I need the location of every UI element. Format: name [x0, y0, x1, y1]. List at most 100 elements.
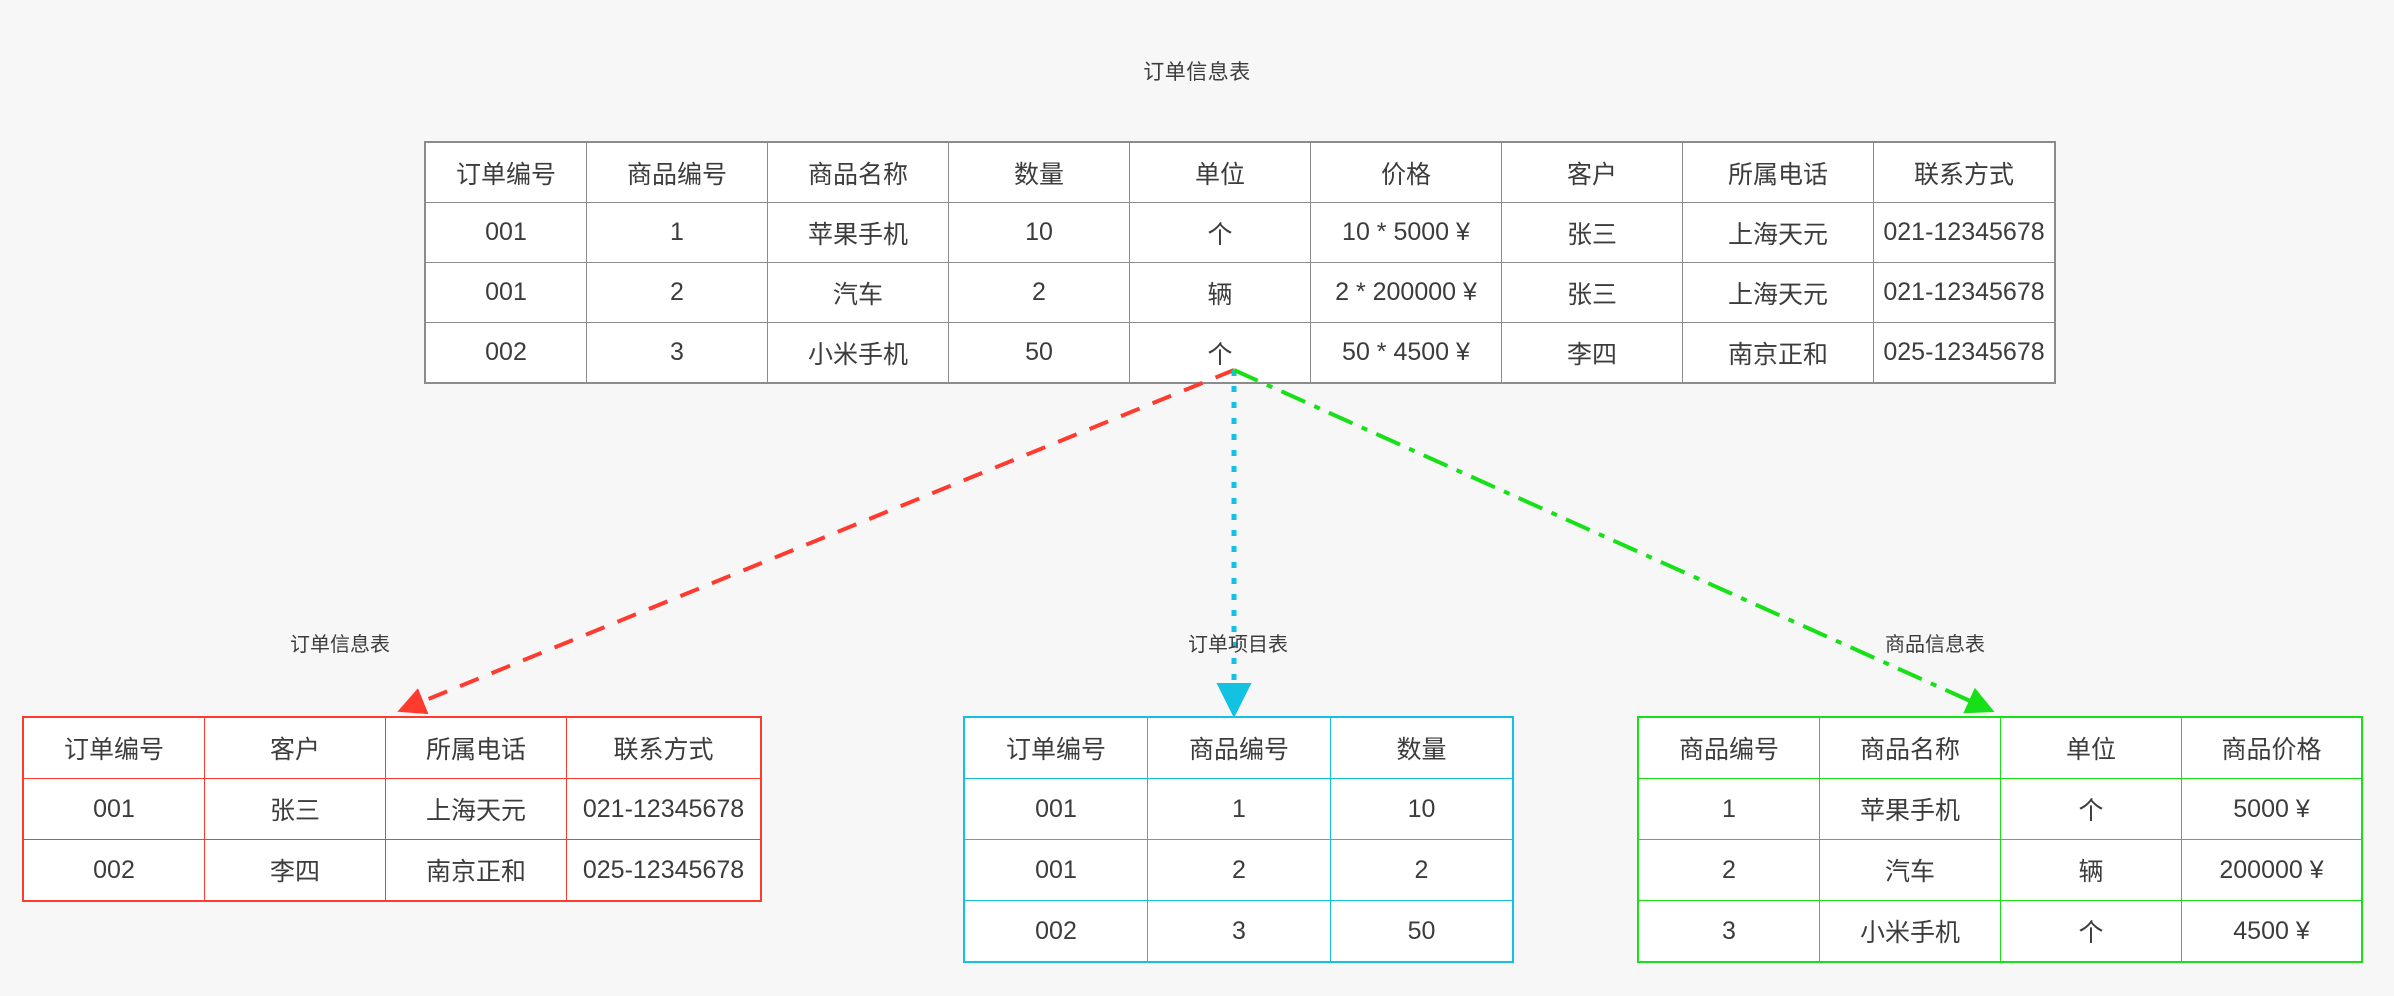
orderitem-col-quantity: 数量	[1330, 716, 1514, 779]
cell: 张三	[204, 778, 386, 840]
cell: 002	[22, 839, 205, 902]
cell: 汽车	[1819, 839, 2001, 901]
cell: 021-12345678	[1873, 262, 2056, 323]
cell: 001	[424, 262, 587, 323]
order-col-contact: 联系方式	[566, 716, 762, 779]
cell: 上海天元	[1682, 262, 1874, 323]
cell: 上海天元	[1682, 202, 1874, 263]
order-col-order-no: 订单编号	[22, 716, 205, 779]
order-col-phone-owner: 所属电话	[385, 716, 567, 779]
table-row: 001 1 苹果手机 10 个 10 * 5000 ¥ 张三 上海天元 021-…	[424, 202, 2056, 263]
main-col-price: 价格	[1310, 142, 1502, 203]
cell: 2 * 200000 ¥	[1310, 262, 1502, 323]
cell: 002	[963, 900, 1148, 963]
cell: 个	[1129, 202, 1311, 263]
table-row: 001 2 汽车 2 辆 2 * 200000 ¥ 张三 上海天元 021-12…	[424, 262, 2056, 323]
cell: 001	[963, 839, 1148, 901]
cell: 1	[1147, 778, 1331, 840]
main-col-unit: 单位	[1129, 142, 1311, 203]
cell: 3	[1637, 900, 1820, 963]
orderitem-col-product-no: 商品编号	[1147, 716, 1331, 779]
product-col-unit: 单位	[2000, 716, 2182, 779]
cell: 001	[22, 778, 205, 840]
main-col-order-no: 订单编号	[424, 142, 587, 203]
main-col-product-no: 商品编号	[586, 142, 768, 203]
cell: 200000 ¥	[2181, 839, 2363, 901]
cell: 10	[1330, 778, 1514, 840]
main-col-phone-owner: 所属电话	[1682, 142, 1874, 203]
cell: 10	[948, 202, 1130, 263]
cell: 2	[1330, 839, 1514, 901]
cell: 1	[586, 202, 768, 263]
cell: 021-12345678	[566, 778, 762, 840]
table-header-row: 订单编号 客户 所属电话 联系方式	[22, 716, 762, 779]
order-col-customer: 客户	[204, 716, 386, 779]
cell: 3	[1147, 900, 1331, 963]
table-row: 001 1 10	[963, 778, 1514, 840]
cell: 南京正和	[1682, 322, 1874, 384]
main-table-title: 订单信息表	[1143, 61, 1251, 84]
cell: 3	[586, 322, 768, 384]
cell: 002	[424, 322, 587, 384]
cell: 2	[1147, 839, 1331, 901]
cell: 个	[2000, 900, 2182, 963]
product-col-product-name: 商品名称	[1819, 716, 2001, 779]
table-header-row: 订单编号 商品编号 数量	[963, 716, 1514, 779]
cell: 汽车	[767, 262, 949, 323]
table-row: 1 苹果手机 个 5000 ¥	[1637, 778, 2363, 840]
table-header-row: 商品编号 商品名称 单位 商品价格	[1637, 716, 2363, 779]
cell: 苹果手机	[1819, 778, 2001, 840]
cell: 50	[1330, 900, 1514, 963]
cell: 1	[1637, 778, 1820, 840]
order-table-title: 订单信息表	[290, 634, 390, 656]
arrow-to-order-table	[397, 368, 1235, 715]
main-col-product-name: 商品名称	[767, 142, 949, 203]
cell: 001	[963, 778, 1148, 840]
cell: 2	[948, 262, 1130, 323]
main-order-information-table: 订单编号 商品编号 商品名称 数量 单位 价格 客户 所属电话 联系方式 001…	[424, 141, 2056, 384]
orderitem-col-order-no: 订单编号	[963, 716, 1148, 779]
table-row: 2 汽车 辆 200000 ¥	[1637, 839, 2363, 901]
table-row: 3 小米手机 个 4500 ¥	[1637, 900, 2363, 963]
product-table-title: 商品信息表	[1885, 634, 1985, 656]
order-information-table: 订单编号 客户 所属电话 联系方式 001 张三 上海天元 021-123456…	[22, 716, 762, 902]
cell: 5000 ¥	[2181, 778, 2363, 840]
main-col-contact: 联系方式	[1873, 142, 2056, 203]
cell: 辆	[2000, 839, 2182, 901]
product-information-table: 商品编号 商品名称 单位 商品价格 1 苹果手机 个 5000 ¥ 2 汽车 辆…	[1637, 716, 2363, 963]
table-row: 002 3 小米手机 50 个 50 * 4500 ¥ 李四 南京正和 025-…	[424, 322, 2056, 384]
table-row: 001 2 2	[963, 839, 1514, 901]
cell: 上海天元	[385, 778, 567, 840]
table-row: 002 3 50	[963, 900, 1514, 963]
cell: 李四	[1501, 322, 1683, 384]
product-col-price: 商品价格	[2181, 716, 2363, 779]
cell: 2	[586, 262, 768, 323]
table-row: 002 李四 南京正和 025-12345678	[22, 839, 762, 902]
cell: 小米手机	[1819, 900, 2001, 963]
cell: 001	[424, 202, 587, 263]
cell: 张三	[1501, 202, 1683, 263]
cell: 2	[1637, 839, 1820, 901]
cell: 025-12345678	[566, 839, 762, 902]
cell: 李四	[204, 839, 386, 902]
cell: 50 * 4500 ¥	[1310, 322, 1502, 384]
cell: 021-12345678	[1873, 202, 2056, 263]
cell: 个	[2000, 778, 2182, 840]
orderitem-table-title: 订单项目表	[1188, 634, 1288, 656]
cell: 50	[948, 322, 1130, 384]
cell: 南京正和	[385, 839, 567, 902]
cell: 10 * 5000 ¥	[1310, 202, 1502, 263]
cell: 025-12345678	[1873, 322, 2056, 384]
cell: 辆	[1129, 262, 1311, 323]
cell: 4500 ¥	[2181, 900, 2363, 963]
main-col-customer: 客户	[1501, 142, 1683, 203]
order-item-table: 订单编号 商品编号 数量 001 1 10 001 2 2 002 3 50	[963, 716, 1514, 963]
cell: 小米手机	[767, 322, 949, 384]
arrow-to-product-table	[1233, 368, 1995, 714]
table-row: 001 张三 上海天元 021-12345678	[22, 778, 762, 840]
main-col-quantity: 数量	[948, 142, 1130, 203]
cell: 张三	[1501, 262, 1683, 323]
product-col-product-no: 商品编号	[1637, 716, 1820, 779]
table-header-row: 订单编号 商品编号 商品名称 数量 单位 价格 客户 所属电话 联系方式	[424, 142, 2056, 203]
